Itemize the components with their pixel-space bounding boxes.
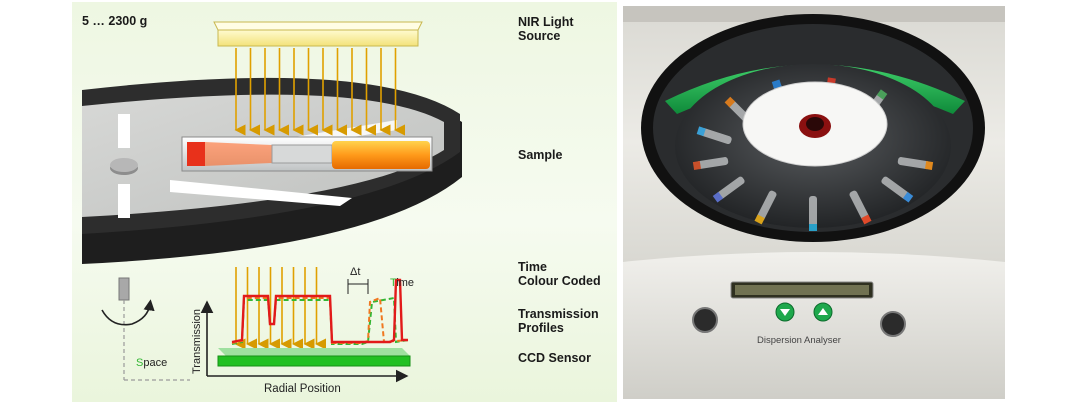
sample-tube-vial: [716, 176, 745, 200]
transmission-axes: [200, 300, 409, 383]
right-knob[interactable]: [880, 311, 906, 337]
front-panel: Dispersion Analyser: [623, 252, 1005, 399]
label-sample: Sample: [518, 148, 563, 162]
label-transmission-profiles: Transmission Profiles: [518, 307, 599, 335]
device-illustration: Dispersion Analyser: [623, 6, 1005, 399]
space-axis-label: Space: [136, 357, 167, 369]
sample-tube-vial: [849, 190, 870, 221]
left-knob[interactable]: [692, 307, 718, 333]
sample-tube-cap: [754, 214, 765, 225]
sample-tube-vial: [756, 190, 777, 221]
label-line: Colour Coded: [518, 274, 601, 288]
radial-position-axis-label: Radial Position: [264, 383, 341, 395]
nir-light-source: [213, 21, 423, 47]
label-line: Source: [518, 29, 561, 43]
label-line: Time: [518, 260, 547, 274]
label-ccd-sensor: CCD Sensor: [518, 351, 591, 365]
time-axis-label: Time: [390, 277, 414, 289]
sample-tube-cap: [771, 79, 782, 89]
sample-tube-vial: [881, 176, 910, 200]
sample-tube-cap: [809, 224, 817, 231]
sample-tube-cap: [724, 96, 736, 108]
device-photo: Dispersion Analyser: [623, 6, 1005, 399]
label-time-colour-coded: Time Colour Coded: [518, 260, 601, 288]
label-line: Profiles: [518, 321, 564, 335]
sample-tube: [181, 136, 433, 172]
sample-tube-cap: [924, 160, 934, 170]
rotor-chamber: [641, 14, 985, 242]
sample-tube-cap: [696, 126, 706, 137]
transmission-axis-label: Transmission: [191, 309, 203, 374]
profile-green: [231, 296, 409, 345]
sample-tube-vial: [809, 196, 817, 228]
down-arrow-icon: [780, 309, 790, 316]
rotor-slot: [170, 180, 352, 206]
rotor-slot: [118, 184, 130, 218]
sample-tube-cap: [712, 191, 724, 203]
delta-t-label: Δt: [350, 266, 360, 278]
up-arrow-icon: [818, 308, 828, 315]
profile-red: [231, 278, 408, 344]
sample-tube-cap: [876, 89, 888, 100]
sample-tube-cap: [902, 191, 914, 203]
label-nir-light-source: NIR Light Source: [518, 15, 574, 43]
rotor-slot: [118, 114, 130, 148]
light-beams: [234, 48, 406, 350]
speed-label: 5 … 2300 g: [82, 14, 147, 28]
ccd-sensor: [217, 348, 411, 367]
sample-tube-vial: [696, 157, 729, 170]
sample-tube-vial: [700, 128, 732, 145]
transmission-profiles: [231, 278, 409, 345]
measurement-diagram: 5 … 2300 g Δt Time Space Transmission Ra…: [72, 2, 617, 402]
label-line: NIR Light: [518, 15, 574, 29]
device-front-label: Dispersion Analyser: [757, 335, 841, 346]
sample-tube-cap: [861, 214, 872, 225]
sample-tube-cap: [692, 160, 702, 170]
rotation-axis: [101, 277, 190, 381]
sample-tube-vial: [897, 157, 930, 170]
rotation-arrow-icon: [101, 299, 155, 326]
diagram-canvas: 5 … 2300 g Δt Time Space Transmission Ra…: [72, 2, 617, 402]
label-line: Transmission: [518, 307, 599, 321]
